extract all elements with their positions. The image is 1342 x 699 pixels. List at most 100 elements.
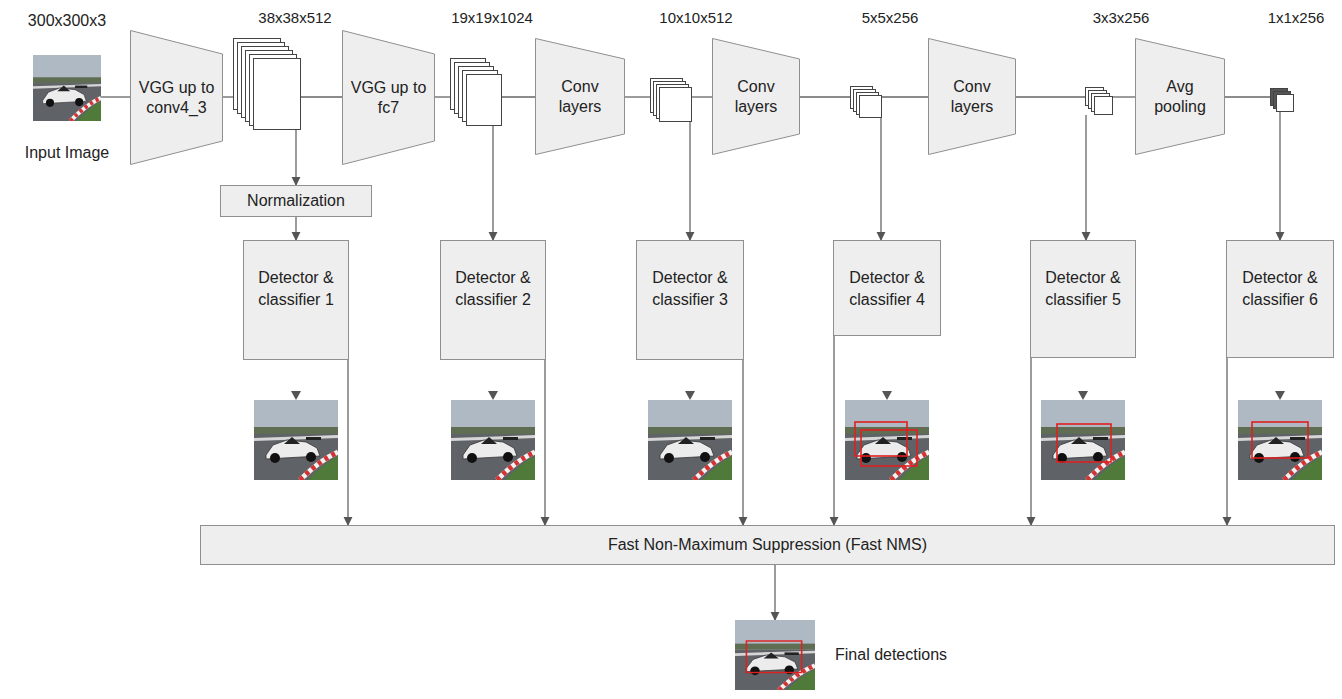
detector-box: Detector & classifier 3 bbox=[636, 240, 744, 360]
connector bbox=[347, 360, 348, 525]
arrowhead bbox=[291, 391, 301, 400]
detector-box: Detector & classifier 4 bbox=[833, 240, 941, 336]
block-label: Conv layers bbox=[934, 77, 1010, 117]
result-thumbnail bbox=[1238, 400, 1322, 480]
trapezoid-shape bbox=[535, 38, 625, 155]
trapezoid-outline bbox=[929, 39, 1016, 155]
feature-map-stack bbox=[233, 38, 301, 130]
connector bbox=[295, 217, 296, 240]
feature-map: 1x1x256 bbox=[1270, 88, 1294, 112]
detector-box: Detector & classifier 5 bbox=[1030, 240, 1136, 358]
final-image: Final detections bbox=[735, 620, 815, 690]
feature-map-layer bbox=[1095, 97, 1113, 115]
dimension-label: 10x10x512 bbox=[659, 9, 732, 26]
connector bbox=[1226, 358, 1227, 525]
feature-map: 38x38x512 bbox=[233, 38, 301, 130]
trapezoid-shape bbox=[130, 30, 223, 165]
text-holder: VGG up to conv4_3 bbox=[130, 30, 223, 165]
dimension-label: 3x3x256 bbox=[1093, 9, 1150, 26]
block-label: Conv layers bbox=[718, 77, 794, 117]
arrowhead bbox=[488, 391, 498, 400]
detection-boxes bbox=[855, 422, 1308, 466]
detector-box: Detector & classifier 2 bbox=[440, 240, 546, 360]
dimension-label: 5x5x256 bbox=[862, 9, 919, 26]
arrowhead bbox=[882, 391, 892, 400]
trapezoid-shape bbox=[1135, 38, 1225, 155]
connector bbox=[880, 118, 881, 240]
band-label: Fast Non-Maximum Suppression (Fast NMS) bbox=[608, 534, 927, 556]
box-label: Detector & classifier 2 bbox=[447, 267, 539, 310]
connector bbox=[742, 360, 743, 525]
box-label: Detector & classifier 5 bbox=[1037, 267, 1129, 310]
image-caption: Final detections bbox=[835, 646, 947, 664]
detection-box bbox=[746, 641, 801, 673]
backbone-block: VGG up to conv4_3 bbox=[130, 30, 223, 165]
arrowhead bbox=[685, 391, 695, 400]
connector bbox=[1113, 96, 1135, 97]
block-label: VGG up to conv4_3 bbox=[136, 78, 217, 118]
dimension-label: 1x1x256 bbox=[1268, 9, 1325, 26]
connector bbox=[435, 96, 450, 97]
connector bbox=[689, 122, 690, 240]
connector bbox=[1279, 112, 1280, 240]
photo bbox=[33, 55, 101, 121]
text-holder: Avg pooling bbox=[1135, 38, 1225, 155]
dimension-label: 19x19x1024 bbox=[451, 9, 533, 26]
result-thumbnail bbox=[254, 400, 338, 480]
connector bbox=[502, 96, 535, 97]
feature-map-stack bbox=[1270, 88, 1294, 112]
feature-map-layer bbox=[467, 75, 502, 126]
feature-map-stack bbox=[1085, 87, 1113, 115]
connector bbox=[295, 130, 296, 185]
feature-map: 10x10x512 bbox=[650, 78, 692, 122]
connector bbox=[223, 96, 233, 97]
connector bbox=[101, 96, 130, 97]
normalization-box: Normalization bbox=[220, 185, 372, 217]
photo bbox=[735, 620, 815, 690]
thumbnail-arrowheads bbox=[291, 391, 1285, 400]
feature-map: 3x3x256 bbox=[1085, 87, 1113, 115]
result-thumbnail bbox=[451, 400, 535, 480]
feature-map-stack bbox=[650, 78, 692, 122]
text-holder: Conv layers bbox=[535, 38, 625, 155]
text-holder: VGG up to fc7 bbox=[342, 30, 435, 165]
detection-box bbox=[861, 430, 917, 466]
feature-map: 19x19x1024 bbox=[450, 58, 502, 126]
conv-block: Conv layers bbox=[535, 38, 625, 155]
dimension-label: 300x300x3 bbox=[28, 12, 106, 30]
image-caption: Input Image bbox=[25, 144, 110, 162]
trapezoid-outline bbox=[536, 39, 625, 155]
dimension-label: 38x38x512 bbox=[258, 9, 331, 26]
text-holder: Conv layers bbox=[712, 38, 800, 155]
block-label: Avg pooling bbox=[1141, 77, 1219, 117]
connector bbox=[833, 336, 834, 525]
result-thumbnail bbox=[1041, 400, 1125, 480]
detector-box: Detector & classifier 6 bbox=[1226, 240, 1334, 358]
connector bbox=[625, 96, 650, 97]
feature-map-layer bbox=[1277, 95, 1294, 112]
result-thumbnails bbox=[254, 400, 1322, 480]
input-image: 300x300x3Input Image bbox=[33, 55, 101, 121]
connector bbox=[1016, 96, 1085, 97]
trapezoid-outline bbox=[131, 31, 223, 165]
box-label: Normalization bbox=[247, 190, 345, 212]
detection-box bbox=[1252, 422, 1308, 458]
connector bbox=[692, 96, 712, 97]
arrowhead bbox=[1275, 391, 1285, 400]
photo-picture bbox=[33, 55, 101, 121]
trapezoid-shape bbox=[342, 30, 435, 165]
feature-map-layer bbox=[254, 59, 301, 130]
nms-band: Fast Non-Maximum Suppression (Fast NMS) bbox=[200, 525, 1335, 565]
conv-block: Conv layers bbox=[712, 38, 800, 155]
connector bbox=[1030, 358, 1031, 525]
detection-box bbox=[855, 422, 907, 456]
block-label: Conv layers bbox=[541, 77, 619, 117]
feature-map-stack bbox=[450, 58, 502, 126]
box-label: Detector & classifier 4 bbox=[840, 267, 934, 310]
trapezoid-shape bbox=[928, 38, 1016, 155]
connector bbox=[882, 96, 928, 97]
connector bbox=[774, 565, 775, 620]
feature-map-layer bbox=[660, 88, 692, 122]
box-label: Detector & classifier 6 bbox=[1233, 267, 1327, 310]
text-holder: Conv layers bbox=[928, 38, 1016, 155]
